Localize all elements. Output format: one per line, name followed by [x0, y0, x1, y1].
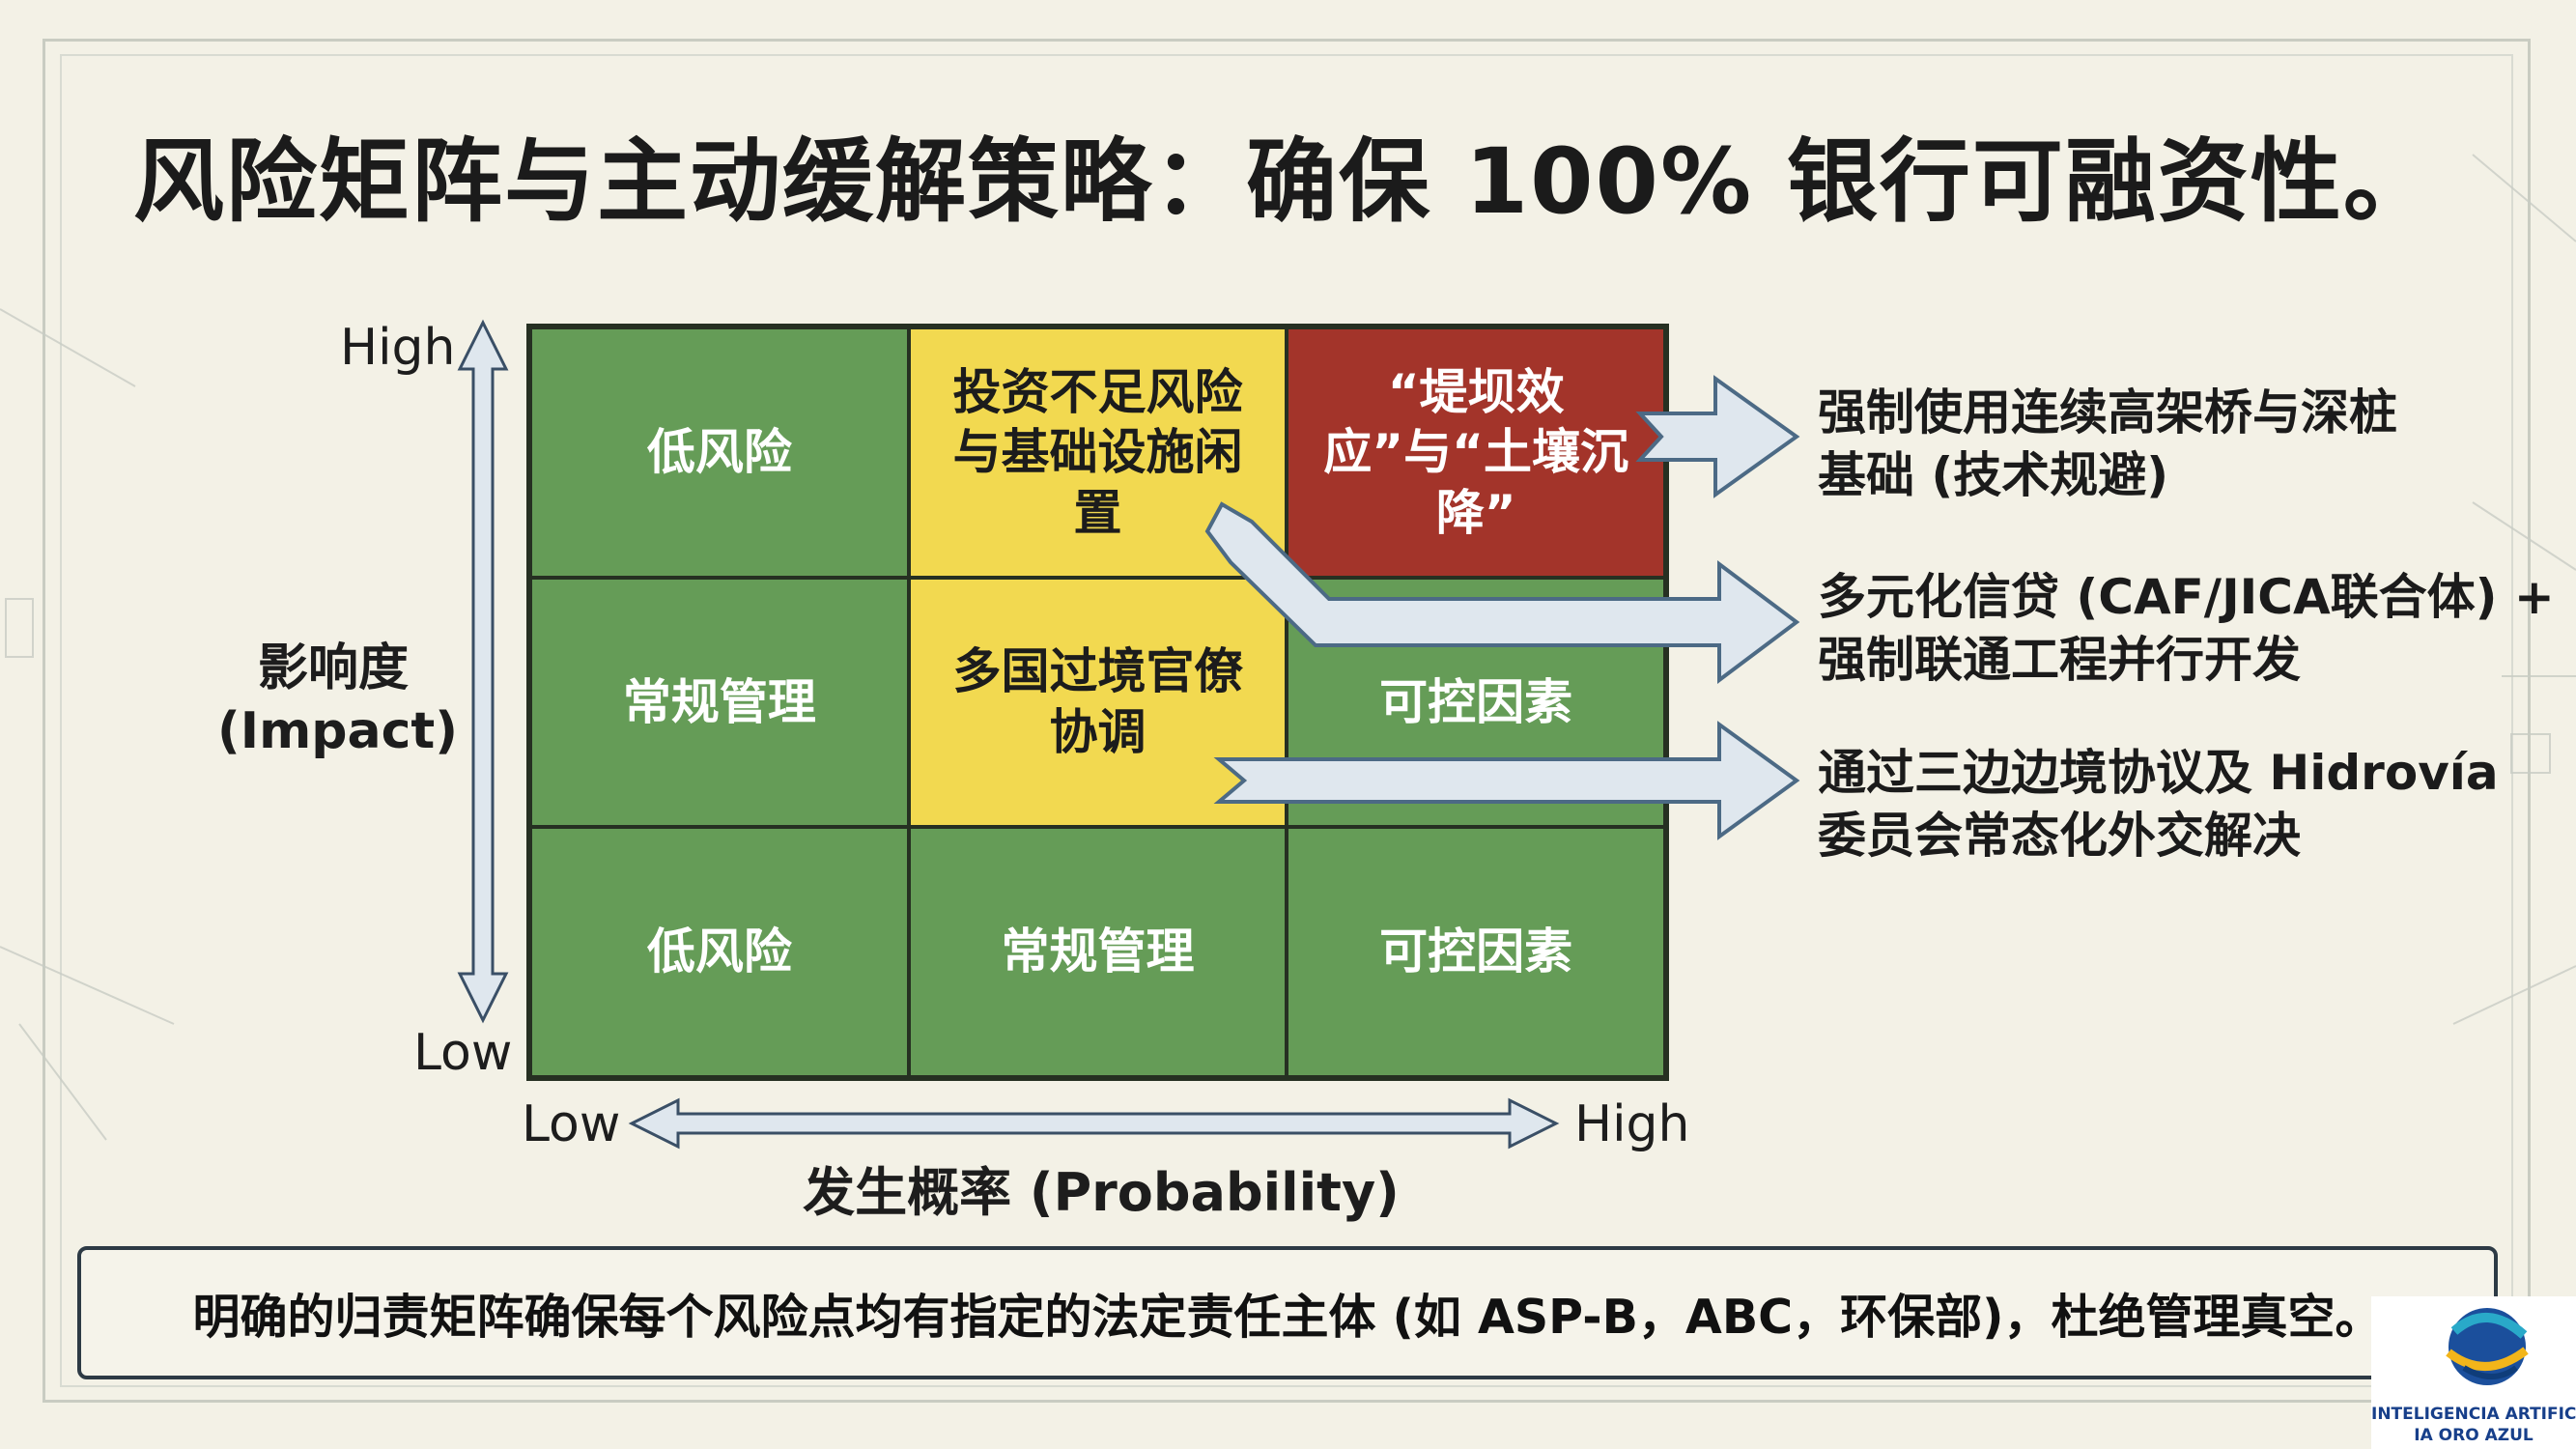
- matrix-cell-label: 常规管理: [1001, 923, 1195, 980]
- mitigation-3: 通过三边边境协议及 Hidrovía 委员会常态化外交解决: [1818, 745, 2499, 864]
- probability-high-label: High: [1574, 1095, 1690, 1153]
- logo-line-2: IA ORO AZUL: [2414, 1426, 2534, 1445]
- matrix-cell-label: 多国过境官僚协调: [952, 643, 1243, 760]
- matrix-cell-label: “堤坝效应”与“土壤沉降”: [1323, 363, 1629, 541]
- inner-frame: [60, 54, 2513, 1387]
- impact-low-label: Low: [413, 1024, 513, 1082]
- mitigation-arrow-2: [1204, 501, 1800, 684]
- impact-axis-title: 影响度 (Impact): [217, 639, 459, 760]
- matrix-cell-label: 低风险: [646, 424, 792, 481]
- mitigation-2: 多元化信贷 (CAF/JICA联合体) + 强制联通工程并行开发: [1818, 569, 2555, 688]
- footer-box: 明确的归责矩阵确保每个风险点均有指定的法定责任主体 (如 ASP-B，ABC，环…: [77, 1246, 2498, 1379]
- matrix-cell: “堤坝效应”与“土壤沉降”: [1287, 327, 1665, 578]
- outer-frame: [42, 39, 2531, 1403]
- matrix-cell: 常规管理: [530, 577, 909, 828]
- matrix-cell: 低风险: [530, 827, 909, 1077]
- mitigation-arrow-3: [1213, 721, 1800, 840]
- probability-axis-arrow: [628, 1097, 1560, 1150]
- logo: INTELIGENCIA ARTIFICIAL IA ORO AZUL: [2371, 1296, 2576, 1449]
- matrix-cell-label: 常规管理: [622, 673, 816, 730]
- matrix-cell-label: 低风险: [646, 923, 792, 980]
- matrix-cell: 可控因素: [1287, 827, 1665, 1077]
- globe-logo-icon: [2446, 1308, 2529, 1385]
- impact-high-label: High: [340, 319, 456, 377]
- matrix-cell-label: 投资不足风险与基础设施闲置: [952, 363, 1243, 541]
- matrix-cell: 低风险: [530, 327, 909, 578]
- impact-axis-arrow: [457, 319, 509, 1024]
- mitigation-1: 强制使用连续高架桥与深桩 基础 (技术规避): [1818, 384, 2397, 503]
- matrix-cell-label: 可控因素: [1379, 673, 1573, 730]
- footer-text: 明确的归责矩阵确保每个风险点均有指定的法定责任主体 (如 ASP-B，ABC，环…: [192, 1289, 2383, 1345]
- probability-axis-title: 发生概率 (Probability): [803, 1162, 1400, 1223]
- page-title: 风险矩阵与主动缓解策略：确保 100% 银行可融资性。: [133, 129, 2436, 235]
- matrix-cell-label: 可控因素: [1379, 923, 1573, 980]
- mitigation-arrow-1: [1635, 375, 1800, 498]
- matrix-cell: 常规管理: [908, 827, 1288, 1077]
- matrix-cell: 多国过境官僚协调: [908, 577, 1288, 828]
- logo-line-1: INTELIGENCIA ARTIFICIAL: [2371, 1405, 2576, 1424]
- probability-low-label: Low: [522, 1095, 621, 1153]
